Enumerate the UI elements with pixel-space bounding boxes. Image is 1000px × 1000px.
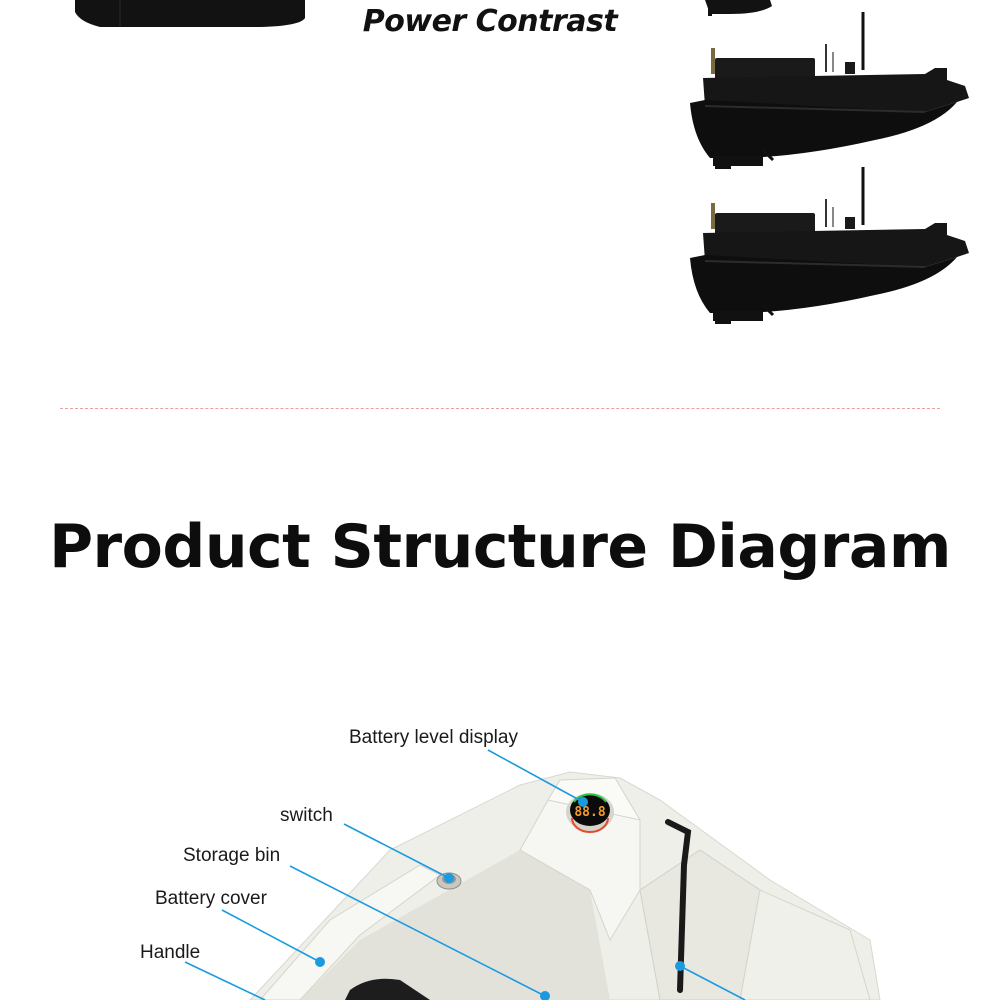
boat-image-left-cropped: [75, 0, 305, 27]
callout-battery-cover: Battery cover: [155, 888, 267, 909]
boat-image-right-2: [690, 167, 969, 324]
section-title: Product Structure Diagram: [49, 512, 951, 582]
callout-battery-level-display: Battery level display: [349, 727, 518, 748]
product-structure-diagram: 88.8 Battery level display switch Storag…: [0, 690, 1000, 1000]
boat-structure-image: 88.8: [184, 749, 881, 1000]
section-divider: [60, 408, 940, 409]
callout-switch: switch: [280, 805, 333, 826]
boat-image-right-1: [690, 12, 969, 169]
battery-display-readout: 88.8: [574, 805, 605, 820]
callout-storage-bin: Storage bin: [183, 845, 281, 866]
callout-handle: Handle: [140, 942, 201, 963]
power-contrast-heading: Power Contrast: [362, 4, 618, 39]
boat-image-right-cropped: [705, 0, 772, 16]
